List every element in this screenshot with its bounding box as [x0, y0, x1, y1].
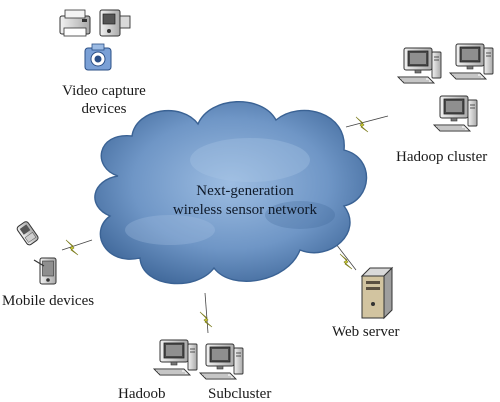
- cloud-label-line2: wireless sensor network: [172, 202, 318, 218]
- desktop-computer-icon: [153, 339, 198, 376]
- video-camera-icon: [99, 9, 131, 37]
- hadoob-label: Hadoob: [118, 386, 166, 402]
- lightning-bolt-icon: [65, 239, 79, 256]
- tower-server-icon: [360, 266, 394, 320]
- video-capture-label-line2: devices: [81, 101, 127, 117]
- video-capture-devices-icons: [59, 9, 131, 71]
- video-capture-label-line1: Video capture: [62, 83, 146, 99]
- pda-icon: [33, 257, 57, 285]
- desktop-computer-icon: [397, 47, 442, 84]
- desktop-computer-icon: [199, 343, 244, 380]
- cloud-shape: [94, 101, 368, 285]
- cloud-label: Next-generation wireless sensor network: [120, 182, 370, 220]
- subcluster-label: Subcluster: [208, 386, 272, 402]
- lightning-bolt-icon: [199, 311, 213, 328]
- desktop-computer-icon: [449, 43, 494, 80]
- web-server-label: Web server: [332, 324, 400, 340]
- flip-phone-icon: [16, 221, 39, 246]
- lightning-bolt-icon: [355, 116, 369, 133]
- printer-icon: [59, 9, 91, 37]
- cloud-label-line1: Next-generation: [196, 183, 294, 199]
- hadoop-cluster-label: Hadoop cluster: [396, 149, 488, 165]
- hadoop-cluster-icons: [397, 43, 494, 132]
- video-capture-label: Video capture devices: [48, 82, 160, 118]
- desktop-computer-icon: [433, 95, 478, 132]
- lightning-bolt-icon: [339, 253, 353, 270]
- mobile-devices-label: Mobile devices: [2, 293, 95, 309]
- camera-icon: [84, 43, 112, 71]
- mobile-devices-icons: [16, 221, 57, 285]
